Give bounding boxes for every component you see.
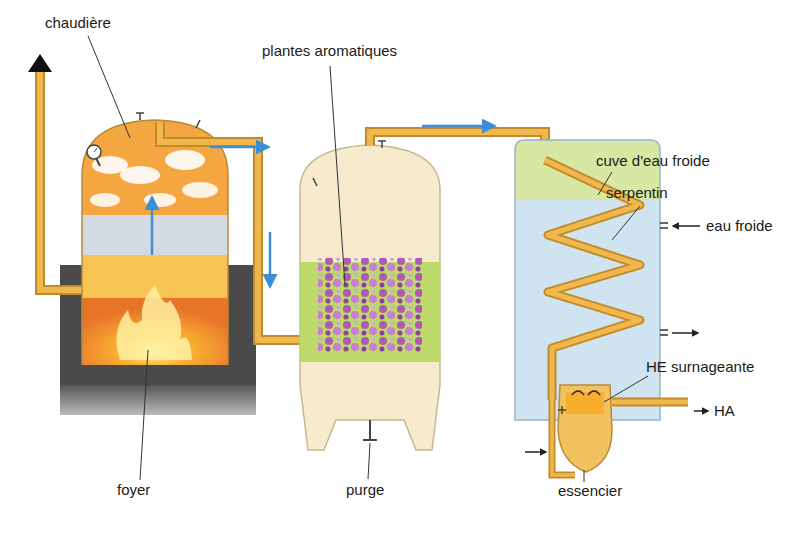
tank-label: cuve d'eau froide — [596, 152, 710, 169]
firebox-label: foyer — [117, 481, 150, 498]
essential-oil-label: HE surnageante — [646, 358, 754, 375]
purge-label: purge — [346, 481, 384, 498]
water-inlet-label: eau froide — [706, 217, 773, 234]
boiler-label: chaudière — [45, 14, 111, 31]
plants-label: plantes aromatiques — [262, 42, 397, 59]
coil-label: serpentin — [606, 184, 668, 201]
hydrolat-label: HA — [714, 402, 735, 419]
separator-label: essencier — [558, 482, 622, 499]
